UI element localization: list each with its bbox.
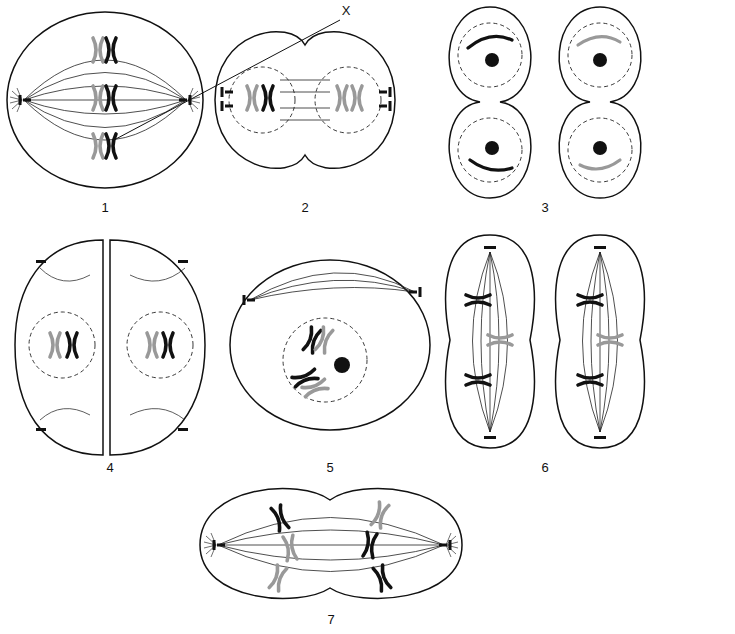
cell-anaphase-1 xyxy=(200,489,462,599)
callout-number: 4 xyxy=(104,460,115,475)
cell-telophase-1 xyxy=(215,32,395,169)
cell-telophase-2 xyxy=(449,7,641,198)
callout-number: 7 xyxy=(325,612,336,627)
cell-metaphase-2 xyxy=(446,235,645,448)
cell-prophase-1 xyxy=(230,260,430,430)
callout-letter: X xyxy=(340,3,353,18)
callout-number: 6 xyxy=(539,460,550,475)
cell-metaphase-1 xyxy=(7,12,203,188)
callout-number: 2 xyxy=(299,200,310,215)
leader-line xyxy=(114,20,340,140)
callout-number: 1 xyxy=(99,200,110,215)
cell-cytokinesis xyxy=(15,240,205,455)
callout-number: 3 xyxy=(539,200,550,215)
callout-number: 5 xyxy=(324,460,335,475)
